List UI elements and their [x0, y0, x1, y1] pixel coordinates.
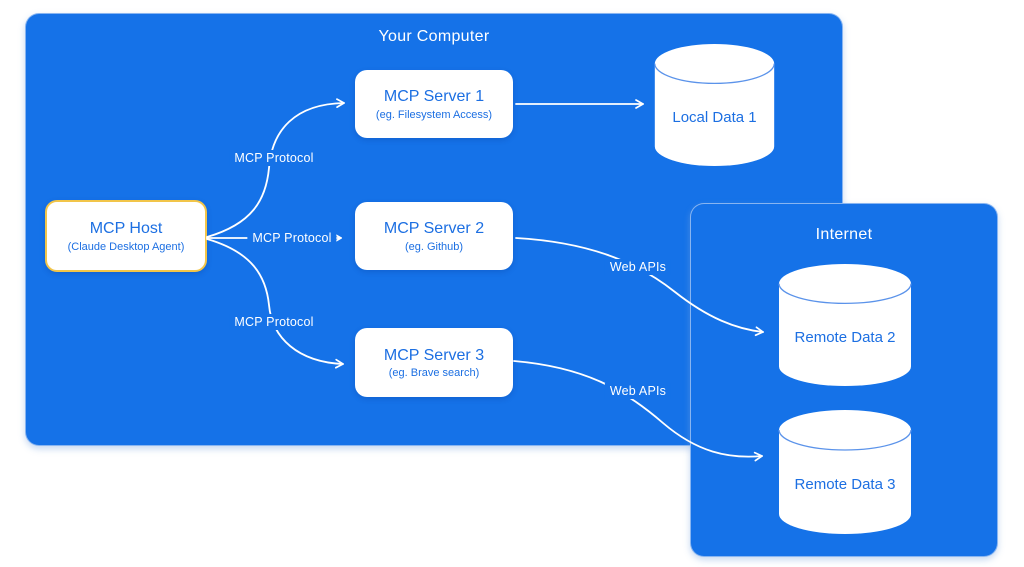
mcp-server-2-node: MCP Server 2 (eg. Github) — [355, 202, 513, 270]
web-apis-label-top: Web APIs — [604, 259, 672, 275]
mcp-protocol-label-middle: MCP Protocol — [247, 230, 337, 246]
remote-data-2-datastore: Remote Data 2 — [777, 262, 913, 390]
local-data-1-datastore: Local Data 1 — [653, 42, 776, 170]
mcp-server-3-subtitle: (eg. Brave search) — [388, 367, 480, 380]
mcp-server-3-node: MCP Server 3 (eg. Brave search) — [355, 328, 513, 397]
database-cylinder-icon — [654, 43, 775, 167]
mcp-server-1-node: MCP Server 1 (eg. Filesystem Access) — [355, 70, 513, 138]
local-data-1-label: Local Data 1 — [672, 108, 757, 126]
web-apis-label-bottom: Web APIs — [604, 383, 672, 399]
internet-title: Internet — [815, 226, 873, 243]
mcp-server-2-subtitle: (eg. Github) — [404, 240, 464, 253]
mcp-host-title: MCP Host — [89, 220, 163, 238]
mcp-server-1-subtitle: (eg. Filesystem Access) — [375, 108, 493, 121]
mcp-protocol-label-bottom: MCP Protocol — [229, 314, 319, 330]
remote-data-3-label: Remote Data 3 — [794, 475, 896, 493]
mcp-host-subtitle: (Claude Desktop Agent) — [67, 240, 185, 253]
mcp-protocol-label-top: MCP Protocol — [229, 150, 319, 166]
your-computer-title: Your Computer — [378, 28, 490, 45]
mcp-server-2-title: MCP Server 2 — [383, 220, 485, 238]
database-cylinder-icon — [778, 263, 912, 387]
remote-data-2-label: Remote Data 2 — [794, 328, 896, 346]
mcp-server-1-title: MCP Server 1 — [383, 88, 485, 106]
mcp-host-node: MCP Host (Claude Desktop Agent) — [45, 200, 207, 272]
mcp-server-3-title: MCP Server 3 — [383, 346, 485, 364]
remote-data-3-datastore: Remote Data 3 — [777, 408, 913, 538]
database-cylinder-icon — [778, 410, 912, 534]
